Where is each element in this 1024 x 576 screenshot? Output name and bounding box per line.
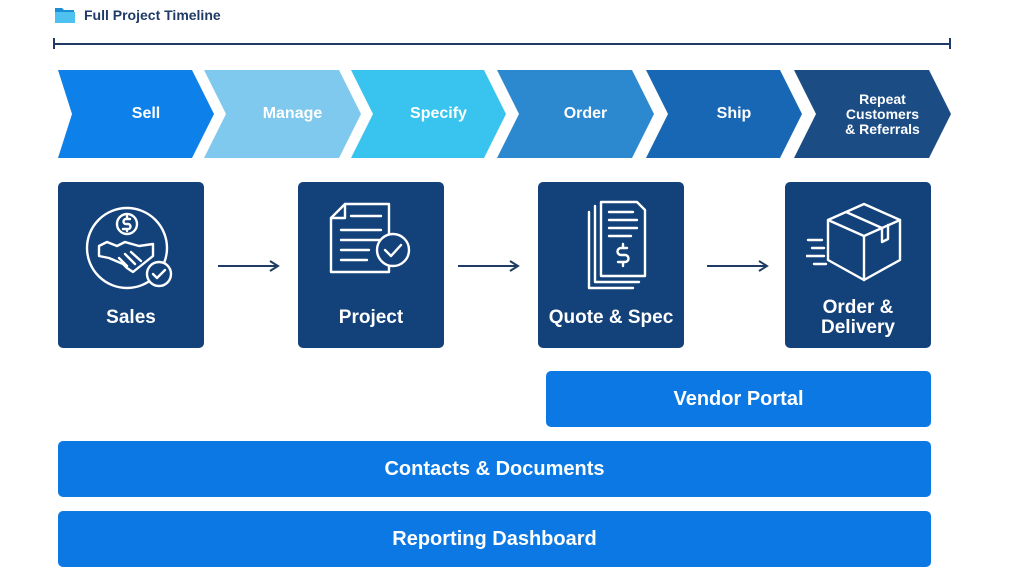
- stage-ship: Ship: [646, 70, 802, 158]
- card-project: Project: [298, 182, 444, 348]
- vendor-portal-bar: Vendor Portal: [546, 371, 931, 427]
- delivery-box-icon: [806, 202, 902, 282]
- folder-icon: [55, 8, 75, 23]
- stage-repeat-customers: Repeat Customers & Referrals: [794, 70, 951, 158]
- card-label: Order & Delivery: [821, 297, 895, 338]
- stage-label: Sell: [131, 105, 161, 122]
- timeline-line: [53, 43, 951, 45]
- vendor-portal-label: Vendor Portal: [673, 387, 804, 410]
- document-check-icon: [329, 202, 411, 274]
- arrow-right-icon: [218, 260, 280, 272]
- card-label: Quote & Spec: [548, 307, 674, 328]
- arrow-right-icon: [458, 260, 520, 272]
- stage-label: Manage: [262, 105, 323, 122]
- handshake-dollar-icon: [85, 206, 173, 290]
- stage-sell: Sell: [58, 70, 214, 158]
- stage-label: Repeat Customers & Referrals: [845, 90, 920, 137]
- timeline-title: Full Project Timeline: [84, 7, 221, 23]
- stage-label: Specify: [410, 105, 467, 122]
- timeline-end-tick: [949, 38, 951, 49]
- stage-manage: Manage: [204, 70, 361, 158]
- arrow-right-icon: [707, 260, 769, 272]
- card-label: Project: [338, 307, 404, 328]
- card-label: Sales: [106, 307, 156, 328]
- reporting-dashboard-bar: Reporting Dashboard: [58, 511, 931, 567]
- card-sales: Sales: [58, 182, 204, 348]
- contacts-documents-bar: Contacts & Documents: [58, 441, 931, 497]
- stage-label: Ship: [716, 105, 752, 122]
- stage-label: Order: [563, 105, 608, 122]
- quote-document-dollar-icon: [587, 200, 647, 290]
- stage-order: Order: [497, 70, 654, 158]
- timeline-start-tick: [53, 38, 55, 49]
- stage-specify: Specify: [351, 70, 506, 158]
- contacts-documents-label: Contacts & Documents: [384, 457, 605, 480]
- reporting-dashboard-label: Reporting Dashboard: [392, 527, 597, 550]
- card-quote-spec: Quote & Spec: [538, 182, 684, 348]
- card-order-delivery: Order & Delivery: [785, 182, 931, 348]
